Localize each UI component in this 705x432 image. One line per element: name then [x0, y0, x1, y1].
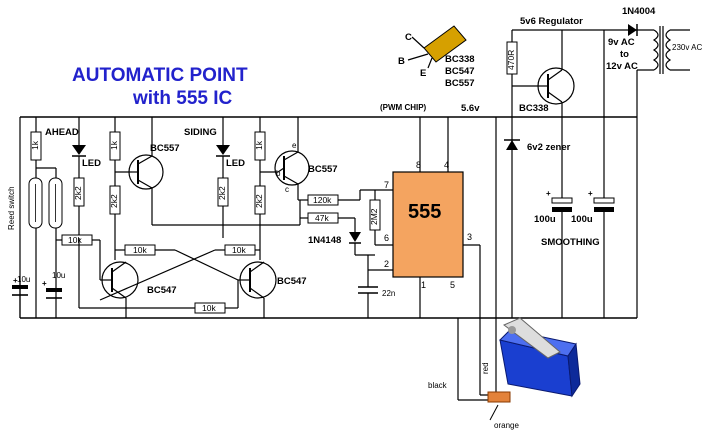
resistor-label: 2k2: [73, 186, 83, 200]
capacitor-label: 100u: [571, 214, 593, 225]
smoothing-label: SMOOTHING: [541, 237, 600, 248]
resistor-label: 1k: [109, 140, 119, 150]
transistor-package-icon: [423, 25, 467, 63]
pinout-type-2: BC547: [445, 66, 475, 77]
svg-text:+: +: [13, 276, 18, 285]
resistor-label: 2M2: [369, 208, 379, 225]
ic-555: [392, 171, 464, 278]
diode-1n4148-label: 1N4148: [308, 235, 341, 246]
servo-motor-icon: [487, 317, 581, 403]
resistor-label: 10k: [68, 235, 82, 245]
ahead-label: AHEAD: [45, 127, 79, 138]
ac-input-label-2: to: [620, 49, 629, 60]
ac-input-label-3: 12v AC: [606, 61, 638, 72]
led-siding: [216, 145, 230, 155]
led-ahead-label: LED: [82, 158, 101, 169]
capacitor-100u-b: [593, 197, 615, 204]
pin-1-label: 1: [421, 280, 426, 290]
pin-2-label: 2: [384, 259, 389, 269]
mains-label: 230v AC: [672, 43, 702, 52]
regulator-label: 5v6 Regulator: [520, 16, 583, 27]
siding-label: SIDING: [184, 127, 217, 138]
pin-6-label: 6: [384, 233, 389, 243]
diode-1n4004: [628, 24, 637, 36]
reed-switch-label: Reed switch: [7, 186, 16, 230]
title-line2: with 555 IC: [132, 88, 233, 109]
pinout-type-1: BC338: [445, 54, 475, 65]
resistor-label: 47k: [315, 213, 329, 223]
led-siding-label: LED: [226, 158, 245, 169]
wire-black-label: black: [428, 381, 448, 390]
resistor-label: 2k2: [254, 194, 264, 208]
transformer: [652, 29, 659, 71]
transistor-bc557-left: [128, 154, 164, 190]
resistor-label: 1k: [30, 140, 40, 150]
pin-b-label: b: [276, 169, 281, 178]
pin-4-label: 4: [444, 160, 449, 170]
resistor-label: 120k: [313, 195, 332, 205]
resistor-label: 2k2: [217, 186, 227, 200]
pin-3-label: 3: [467, 232, 472, 242]
diode-1n4148: [349, 232, 361, 242]
svg-text:+: +: [42, 279, 47, 288]
title-line1: AUTOMATIC POINT: [72, 65, 248, 86]
capacitor-label: 10u: [52, 271, 65, 280]
diode-1n4004-label: 1N4004: [622, 6, 656, 17]
svg-text:+: +: [546, 189, 551, 198]
pinout-b-label: B: [398, 56, 405, 67]
capacitor-label: 22n: [382, 289, 395, 298]
resistor-label: 10k: [232, 245, 246, 255]
bc557-right-label: BC557: [308, 164, 338, 175]
capacitor-100u-a: [551, 197, 573, 204]
pin-5-label: 5: [450, 280, 455, 290]
zener-diode: [506, 140, 518, 150]
svg-text:+: +: [588, 189, 593, 198]
ac-input-label-1: 9v AC: [608, 37, 635, 48]
bc338-label: BC338: [519, 103, 549, 114]
bc547-left-label: BC547: [147, 285, 177, 296]
supply-voltage-label: 5.6v: [461, 103, 480, 114]
resistor-label: 10k: [202, 303, 216, 313]
resistor-label: 2k2: [109, 194, 119, 208]
bc557-left-label: BC557: [150, 143, 180, 154]
pinout-type-3: BC557: [445, 78, 475, 89]
transistor-bc338: [537, 67, 575, 105]
zener-label: 6v2 zener: [527, 142, 571, 153]
resistor-label: 1k: [254, 140, 264, 150]
capacitor-10u-b: [46, 288, 62, 292]
capacitor-10u-a: [12, 285, 28, 289]
pwm-chip-label: (PWM CHIP): [380, 103, 427, 112]
capacitor-label: 100u: [534, 214, 556, 225]
wire-red-label: red: [481, 362, 490, 374]
pin-7-label: 7: [384, 180, 389, 190]
transistor-bc557-right: [274, 150, 310, 186]
pinout-e-label: E: [420, 68, 426, 79]
pin-e-label: e: [292, 141, 297, 150]
pinout-c-label: C: [405, 32, 412, 43]
led-ahead: [72, 145, 86, 155]
resistor-label: 470R: [506, 50, 516, 70]
pin-c-label: c: [285, 185, 289, 194]
wire-orange-label: orange: [494, 421, 519, 430]
pin-8-label: 8: [416, 160, 421, 170]
resistor-label: 10k: [133, 245, 147, 255]
ic-555-label: 555: [408, 201, 441, 223]
capacitor-label: 10u: [17, 275, 30, 284]
bc547-right-label: BC547: [277, 276, 307, 287]
